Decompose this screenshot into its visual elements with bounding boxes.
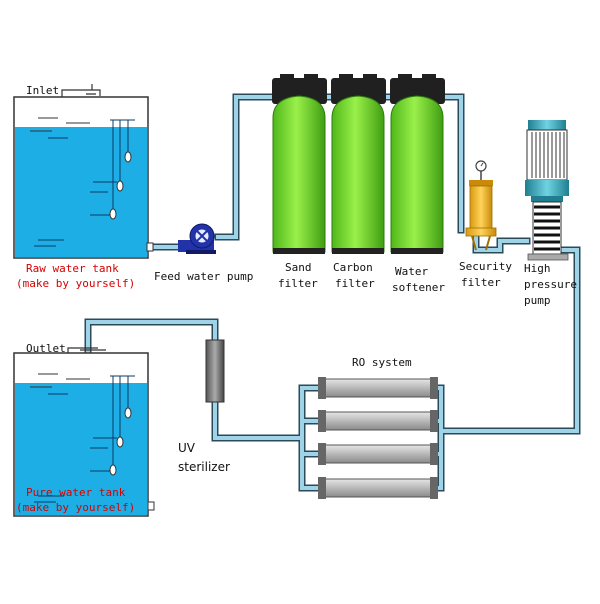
security-filter-label-1: Security xyxy=(459,260,512,273)
uv-label-1: UV xyxy=(178,441,196,455)
hp-pump-label-1: High xyxy=(524,262,551,275)
uv-label-2: sterilizer xyxy=(178,460,230,474)
feed-water-pump xyxy=(178,223,216,254)
carbon-filter xyxy=(331,74,386,254)
sand-filter xyxy=(272,74,327,254)
ro-membrane xyxy=(318,377,438,399)
ro-membrane xyxy=(318,410,438,432)
softener-label-2: softener xyxy=(392,281,445,294)
inlet-label: Inlet xyxy=(26,84,59,97)
sand-filter-label-1: Sand xyxy=(285,261,312,274)
security-filter-label-2: filter xyxy=(461,276,501,289)
water-softener xyxy=(390,74,445,254)
raw-tank-label: Raw water tank xyxy=(26,262,119,275)
ro-system-label: RO system xyxy=(352,356,412,369)
ro-membrane xyxy=(318,477,438,499)
high-pressure-pump xyxy=(525,120,569,261)
pure-water-tank xyxy=(13,347,155,517)
raw-water-tank xyxy=(13,84,154,259)
sand-filter-label-2: filter xyxy=(278,277,318,290)
carbon-filter-label-2: filter xyxy=(335,277,375,290)
pure-tank-sublabel: (make by yourself) xyxy=(16,501,135,514)
raw-tank-sublabel: (make by yourself) xyxy=(16,277,135,290)
feed-pump-label: Feed water pump xyxy=(154,270,253,283)
outlet-label: Outlet xyxy=(26,342,66,355)
ro-system xyxy=(318,377,438,499)
hp-pump-label-2: pressure xyxy=(524,278,577,291)
security-filter xyxy=(465,160,497,251)
ro-membrane xyxy=(318,443,438,465)
pure-tank-label: Pure water tank xyxy=(26,486,126,499)
uv-sterilizer xyxy=(205,339,225,403)
hp-pump-label-3: pump xyxy=(524,294,551,307)
softener-label-1: Water xyxy=(395,265,428,278)
carbon-filter-label-1: Carbon xyxy=(333,261,373,274)
